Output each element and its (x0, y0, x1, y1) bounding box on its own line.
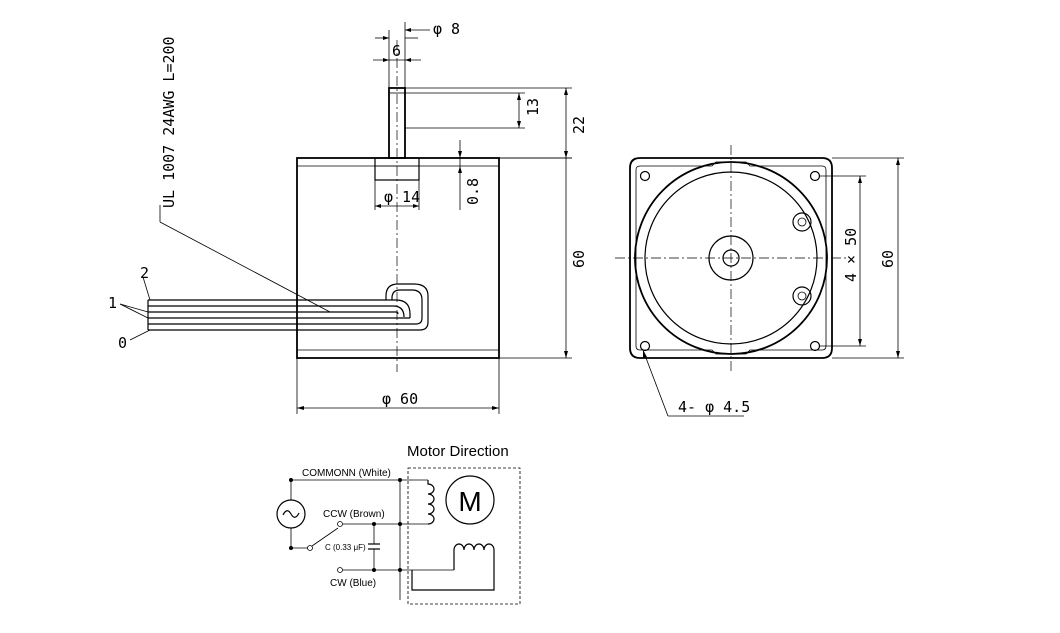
cw-label: CW (Blue) (330, 578, 376, 589)
ccw-label: CCW (Brown) (323, 509, 385, 520)
coil-main-icon (427, 480, 435, 525)
wire-label-2: 2 (140, 264, 149, 282)
wiring-title: Motor Direction (407, 443, 509, 460)
body-height-label: 60 (570, 250, 588, 268)
motor-box (407, 467, 521, 605)
shaft-flat-label: 6 (392, 42, 401, 60)
motor-icon (445, 475, 495, 525)
cable-spec-label: UL 1007 24AWG L=200 (160, 36, 178, 208)
wire-label-0: 0 (118, 334, 127, 352)
mount-hole-br (809, 340, 821, 352)
motor-symbol-label: M (458, 486, 481, 517)
switch-blade (311, 527, 339, 547)
front-view: 4 × 50 60 4- φ 4.5 (615, 145, 904, 417)
boss-height-label: 0.8 (464, 178, 482, 205)
shaft-length-22-label: 22 (570, 116, 588, 134)
capacitor-label: C (0.33 μF) (325, 543, 366, 552)
switch-pivot (307, 545, 313, 551)
mount-hole-bl (639, 340, 651, 352)
mount-holes-label: 4- φ 4.5 (678, 398, 750, 416)
hole-pitch-label: 4 × 50 (842, 228, 860, 282)
common-label: COMMONN (White) (302, 468, 391, 479)
flange-outline (629, 157, 833, 359)
shaft-diameter-label: φ 8 (433, 20, 460, 38)
flange-size-label: 60 (879, 250, 897, 268)
mount-hole-tl (639, 170, 651, 182)
wire-label-1: 1 (108, 294, 117, 312)
coil-aux-icon (411, 543, 495, 591)
boss-lower-right (792, 286, 812, 306)
boss-diameter-label: φ 14 (384, 188, 420, 206)
wiring-diagram: Motor Direction COMMONN (White) CCW (Bro… (276, 443, 521, 605)
side-view: φ 8 6 13 22 0.8 φ 14 60 (108, 20, 588, 414)
body-diameter-label: φ 60 (382, 390, 418, 408)
lead-wires (147, 283, 429, 331)
mount-hole-tr (809, 170, 821, 182)
shaft-length-13-label: 13 (524, 98, 542, 116)
boss-upper-right (792, 212, 812, 232)
